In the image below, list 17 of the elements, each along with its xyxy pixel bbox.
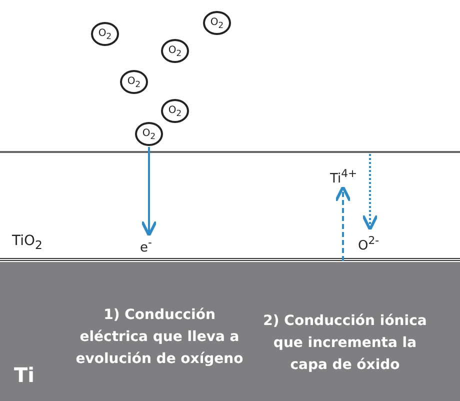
ion-label: Ti$^{4+}$: [330, 167, 358, 186]
arrow: [334, 186, 352, 261]
caption-text: 1) Conducción eléctrica que lleva a evolución de oxígeno: [74, 306, 244, 369]
oxygen-molecule: O$_{2}$: [135, 122, 163, 146]
layer-label: TiO$_{2}$: [12, 233, 42, 252]
metal-substrate: [0, 262, 460, 401]
substrate-label: Ti: [14, 364, 36, 386]
oxygen-molecule: O$_{2}$: [203, 11, 231, 35]
caption-text: 2) Conducción iónica que incrementa la capa de óxido: [262, 312, 428, 375]
oxygen-molecule: O$_{2}$: [161, 99, 189, 123]
arrow: [140, 147, 158, 237]
arrow: [362, 154, 378, 231]
oxygen-molecule: O$_{2}$: [91, 22, 119, 46]
ion-label: O$^{2-}$: [358, 234, 380, 254]
oxygen-molecule: O$_{2}$: [161, 39, 189, 63]
ion-label: e$^{-}$: [140, 236, 152, 256]
oxygen-molecule: O$_{2}$: [120, 70, 148, 94]
